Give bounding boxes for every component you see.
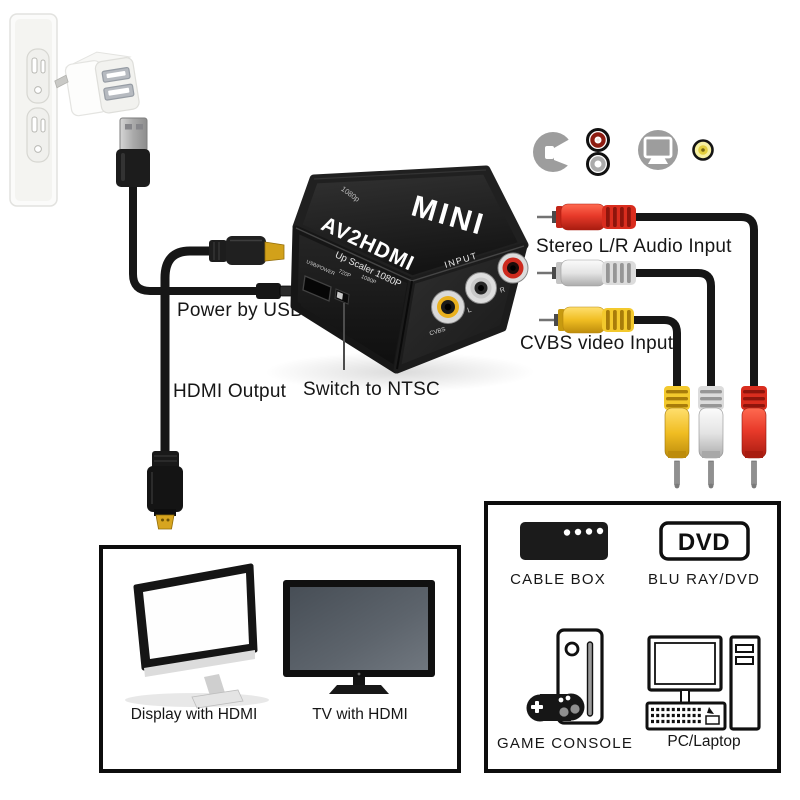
rca-cable-yellow [539, 306, 681, 390]
imac-display-icon [125, 563, 269, 709]
rca-jack-white [465, 272, 497, 304]
pc-laptop-label: PC/Laptop [667, 733, 741, 750]
switch-to-ntsc-label: Switch to NTSC [303, 379, 440, 400]
cable-box-label: CABLE BOX [510, 571, 606, 588]
usb-power-adapter [54, 51, 140, 117]
display-with-hdmi-label: Display with HDMI [130, 706, 258, 723]
rca-audio-pair-icon [586, 128, 610, 176]
adapter-prong [54, 74, 69, 89]
rca-connector-yellow-end [664, 386, 690, 489]
jack-left-label: L [467, 307, 473, 315]
rca-connector-red-end [741, 386, 767, 489]
dvd-logo: DVD [659, 521, 750, 561]
game-console-label: GAME CONSOLE [496, 735, 634, 752]
dvd-logo-text: DVD [678, 529, 730, 556]
display-icon [638, 130, 678, 170]
hdmi-plug [209, 236, 285, 265]
rca-connector-white-end [698, 386, 724, 489]
usb-power-plug [256, 283, 297, 299]
jack-cvbs-label: CVBS [429, 327, 446, 338]
outlet-socket-top [26, 48, 50, 104]
hdmi-free-connector [147, 451, 183, 530]
rca-video-icon [692, 139, 714, 161]
cvbs-video-input-label: CVBS video Input [520, 333, 674, 354]
wall-outlet [9, 13, 58, 207]
ntsc-switch [334, 288, 350, 305]
rca-cable-red [537, 203, 758, 390]
rca-jack-yellow [431, 290, 465, 324]
jack-right-label: R [499, 286, 506, 294]
usb-power-cable [116, 117, 297, 299]
speaker-icon [533, 132, 577, 172]
legend-icons [533, 128, 714, 176]
usb-power-port [302, 275, 332, 302]
blu-ray-dvd-label: BLU RAY/DVD [647, 571, 761, 588]
hdmi-cable [147, 236, 285, 530]
cable-box-icon [520, 522, 608, 560]
stereo-audio-input-label: Stereo L/R Audio Input [536, 236, 732, 257]
hdmi-output-label: HDMI Output [173, 381, 287, 402]
tv-icon [283, 580, 435, 694]
rca-jack-red [497, 252, 529, 284]
converter-box: MINI 1080p AV2HDMI Up Scaler 1080P INPUT… [290, 165, 529, 374]
sources-panel: DVD [484, 501, 781, 773]
switch-720-label: 720P [337, 269, 351, 280]
usb-a-connector [116, 117, 150, 187]
pc-icon [645, 635, 761, 731]
game-console-icon [526, 628, 604, 725]
tv-with-hdmi-label: TV with HDMI [312, 706, 408, 723]
usb-ports [101, 66, 135, 101]
rca-cable-white [537, 259, 715, 390]
displays-panel [99, 545, 461, 773]
outlet-socket-bottom [26, 107, 50, 163]
power-by-usb-label: Power by USB [177, 300, 303, 321]
